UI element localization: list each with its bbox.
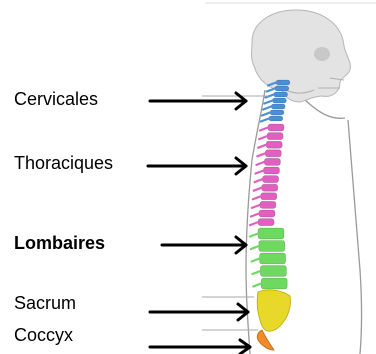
thoracic-vertebra	[267, 133, 283, 140]
thoracic-vertebra-process	[255, 179, 263, 182]
thoracic-vertebra	[259, 210, 275, 217]
thoracic-vertebra	[260, 201, 276, 208]
lombaires-arrow	[162, 237, 246, 253]
thoracic-vertebra	[268, 124, 284, 131]
lumbar-vertebra	[259, 241, 285, 252]
sacrum-arrow	[150, 304, 248, 320]
label-lombaires: Lombaires	[14, 234, 105, 252]
cervical-vertebra	[275, 86, 289, 91]
lumbar-vertebra-process	[252, 271, 260, 274]
neck-front-outline	[305, 100, 345, 118]
cervical-vertebra-process	[264, 101, 272, 104]
cervical-vertebra-process	[262, 113, 270, 116]
thoracic-vertebra	[266, 141, 282, 148]
thoracic-vertebra-process	[250, 222, 258, 225]
lumbar-vertebra	[258, 228, 284, 239]
lumbar-vertebra	[260, 253, 286, 264]
lumbar-vertebra-process	[251, 246, 259, 249]
thoracic-vertebra	[265, 150, 281, 157]
cervical-vertebra	[271, 104, 285, 109]
skull	[252, 10, 351, 102]
thoracic-vertebra	[261, 193, 277, 200]
coccyx-bone	[257, 330, 274, 350]
label-sacrum: Sacrum	[14, 294, 76, 312]
thoracic-vertebra	[263, 176, 279, 183]
cervical-vertebra	[276, 80, 290, 85]
thoraciques-arrow	[148, 158, 246, 174]
thoracic-vertebra-process	[254, 188, 262, 191]
lumbar-vertebra-process	[250, 234, 258, 237]
lumbar-vertebra	[261, 278, 287, 289]
thoracic-vertebra-process	[259, 136, 267, 139]
lumbar-vertebrae	[250, 228, 287, 289]
thoracic-vertebra	[264, 167, 280, 174]
coccyx-arrow	[150, 340, 250, 354]
thoracic-vertebra-process	[252, 205, 260, 208]
thoracic-vertebra	[258, 219, 274, 226]
thoracic-vertebra	[264, 158, 280, 165]
thoracic-vertebra-process	[257, 153, 265, 156]
label-coccyx: Coccyx	[14, 326, 73, 344]
thoracic-vertebra-process	[253, 196, 261, 199]
cervical-vertebra-process	[267, 89, 275, 92]
label-cervicales: Cervicales	[14, 90, 98, 108]
sacrum-bone	[257, 290, 290, 331]
torso-front-outline	[348, 120, 362, 354]
cervical-vertebrae	[261, 80, 290, 122]
lumbar-vertebra-process	[252, 259, 260, 262]
thoracic-vertebra-process	[260, 128, 268, 131]
cervical-vertebra-process	[261, 119, 269, 122]
thoracic-vertebra-process	[256, 162, 264, 165]
thoracic-vertebra-process	[251, 214, 259, 217]
cervical-vertebra-process	[263, 107, 271, 110]
thoracic-vertebra	[262, 184, 278, 191]
cervical-vertebra	[274, 92, 288, 97]
cervical-vertebra	[269, 116, 283, 121]
lumbar-vertebra	[260, 266, 286, 277]
thoracic-vertebra-process	[258, 145, 266, 148]
thoracic-vertebra-process	[256, 171, 264, 174]
cervical-vertebra	[270, 110, 284, 115]
lumbar-vertebra-process	[253, 284, 261, 287]
label-thoraciques: Thoraciques	[14, 154, 113, 172]
cervicales-arrow	[150, 93, 246, 109]
cervical-vertebra	[272, 98, 286, 103]
